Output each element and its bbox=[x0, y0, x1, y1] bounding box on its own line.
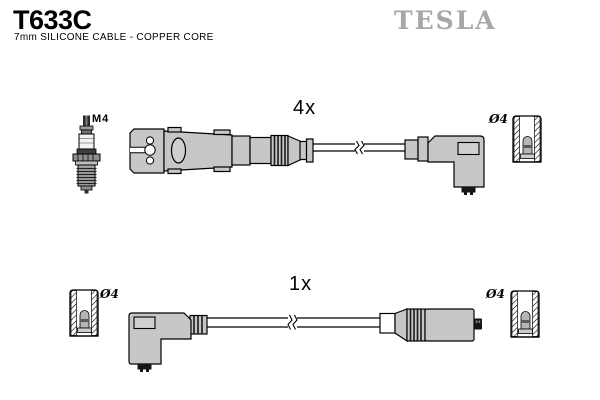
terminal-cross-section-icon-bottom-right bbox=[510, 290, 540, 338]
angle-boot-icon-bottom bbox=[128, 312, 208, 372]
terminal-diameter-label-bottom-left: Ø4 bbox=[100, 287, 119, 301]
angle-boot-icon-top bbox=[404, 135, 485, 195]
distributor-connector-icon bbox=[129, 126, 314, 175]
straight-boot-icon bbox=[379, 308, 482, 343]
spark-plug-icon bbox=[72, 115, 101, 194]
spark-plug-thread-label: M4 bbox=[92, 113, 110, 125]
part-number: T633C bbox=[13, 5, 92, 35]
terminal-cross-section-icon-top bbox=[512, 115, 542, 163]
terminal-diameter-label-top-right: Ø4 bbox=[489, 112, 508, 126]
cable-with-break-icon-bottom bbox=[206, 314, 381, 330]
cable-with-break-icon-top bbox=[312, 140, 406, 155]
tesla-logo: TESLA bbox=[394, 6, 497, 35]
cable-spec-subtitle: 7mm SILICONE CABLE - COPPER CORE bbox=[14, 32, 214, 43]
terminal-cross-section-icon-bottom-left bbox=[69, 289, 99, 337]
quantity-label-top: 4x bbox=[293, 97, 317, 119]
terminal-diameter-label-bottom-right: Ø4 bbox=[486, 287, 505, 301]
quantity-label-bottom: 1x bbox=[289, 273, 313, 295]
